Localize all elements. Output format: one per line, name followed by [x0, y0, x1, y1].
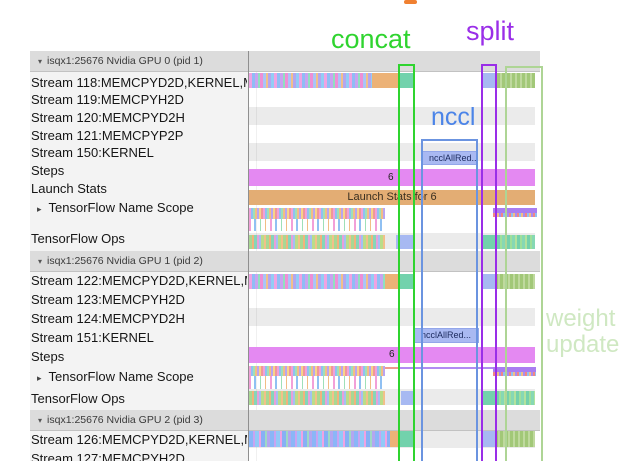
row-stripe-stream-124 — [249, 308, 535, 326]
event-bar-blue[interactable] — [481, 73, 497, 88]
row-label-tf-ops: TensorFlow Ops — [31, 391, 125, 406]
split-annotation-label: split — [466, 16, 515, 46]
event-bar-salmonline[interactable] — [385, 367, 398, 369]
row-label-stream-127: Stream 127:MEMCPYH2D — [31, 451, 185, 461]
event-bar-teal[interactable] — [398, 73, 415, 88]
row-label-stream-120: Stream 120:MEMCPYD2H — [31, 110, 185, 125]
event-bar-ticks[interactable] — [493, 213, 537, 217]
collapse-triangle-icon[interactable]: ▾ — [38, 56, 43, 66]
event-bar-ops[interactable] — [249, 235, 385, 249]
row-label-stream-124: Stream 124:MEMCPYD2H — [31, 311, 185, 326]
nccl-annotation-rect — [421, 139, 478, 461]
expand-arrow-icon[interactable]: ▸ — [37, 204, 42, 214]
event-bar-legs[interactable] — [249, 376, 385, 389]
steps-count-label: 6 — [389, 349, 395, 360]
row-label-tf-ops: TensorFlow Ops — [31, 231, 125, 246]
collapse-triangle-icon[interactable]: ▾ — [38, 256, 43, 266]
event-bar-magenta[interactable] — [249, 347, 535, 363]
weight-update-annotation-label: weight update — [546, 306, 619, 358]
event-bar-multi[interactable] — [249, 73, 372, 88]
row-label-tf-name-scope[interactable]: ▸TensorFlow Name Scope — [37, 369, 194, 384]
event-bar-violet[interactable] — [493, 367, 536, 372]
gpu-section-header[interactable]: ▾ isqx1:25676 Nvidia GPU 2 (pid 3) — [30, 410, 540, 431]
event-bar-multi2[interactable] — [249, 431, 390, 447]
event-bar-legs[interactable] — [249, 219, 385, 231]
event-bar-blue[interactable] — [483, 274, 495, 289]
event-bar-ops[interactable] — [249, 391, 385, 405]
gpu-section-header[interactable]: ▾ isqx1:25676 Nvidia GPU 0 (pid 1) — [30, 51, 540, 72]
event-bar-blue[interactable] — [396, 235, 413, 249]
weight-update-line2: update — [546, 331, 620, 358]
event-bar-orange[interactable] — [385, 274, 399, 289]
event-bar-violetline[interactable] — [398, 367, 536, 369]
row-label-launch-stats: Launch Stats — [31, 181, 107, 196]
cropped-orange-label-fragment — [404, 0, 417, 4]
row-label-stream-123: Stream 123:MEMCPYH2D — [31, 292, 185, 307]
row-label-stream-119: Stream 119:MEMCPYH2D — [31, 92, 184, 107]
weight-update-annotation-rect — [505, 66, 543, 461]
concat-annotation-rect — [398, 64, 415, 461]
row-label-stream-121: Stream 121:MEMCPYP2P — [31, 128, 184, 143]
row-label-steps: Steps — [31, 163, 65, 178]
row-label-stream-126: Stream 126:MEMCPYD2D,KERNEL,MEM — [31, 432, 247, 447]
event-bar-blue[interactable] — [401, 391, 413, 405]
event-bar-teal[interactable] — [481, 391, 496, 405]
gpu-section-header[interactable]: ▾ isqx1:25676 Nvidia GPU 1 (pid 2) — [30, 251, 540, 272]
weight-update-line1: weight — [546, 305, 616, 332]
nccl-annotation-label: nccl — [431, 103, 476, 131]
event-bar-launch[interactable] — [249, 190, 535, 205]
row-label-steps: Steps — [31, 349, 65, 364]
row-label-stream-150: Stream 150:KERNEL — [31, 145, 154, 160]
event-bar-ticks[interactable] — [493, 372, 536, 376]
event-bar-teal[interactable] — [481, 235, 497, 249]
collapse-triangle-icon[interactable]: ▾ — [38, 415, 43, 425]
event-bar-orange[interactable] — [372, 73, 398, 88]
event-bar-teal[interactable] — [399, 274, 415, 289]
event-bar-orange[interactable] — [390, 431, 400, 447]
row-label-stream-151: Stream 151:KERNEL — [31, 330, 154, 345]
concat-annotation-label: concat — [331, 24, 411, 54]
gpu-section-header-label: isqx1:25676 Nvidia GPU 1 (pid 2) — [47, 255, 203, 267]
row-label-stream-118: Stream 118:MEMCPYD2D,KERNEL,MEM — [31, 75, 247, 90]
row-label-stream-122: Stream 122:MEMCPYD2D,KERNEL,MEM — [31, 273, 247, 288]
event-bar-multi[interactable] — [249, 274, 385, 289]
event-bar-magenta[interactable] — [249, 169, 535, 186]
gpu-section-header-label: isqx1:25676 Nvidia GPU 0 (pid 1) — [47, 55, 203, 67]
row-label-tf-name-scope[interactable]: ▸TensorFlow Name Scope — [37, 200, 194, 215]
panel-divider[interactable] — [248, 51, 249, 461]
split-annotation-rect — [481, 64, 497, 461]
expand-arrow-icon[interactable]: ▸ — [37, 373, 42, 383]
event-bar-comb[interactable] — [249, 366, 385, 376]
event-bar-violet[interactable] — [493, 208, 537, 213]
steps-count-label: 6 — [388, 172, 394, 183]
gpu-section-header-label: isqx1:25676 Nvidia GPU 2 (pid 3) — [47, 414, 203, 426]
event-bar-teal[interactable] — [400, 431, 415, 447]
row-stripe-stream-120 — [249, 107, 535, 125]
event-bar-blue[interactable] — [483, 431, 495, 447]
event-bar-comb[interactable] — [249, 208, 385, 219]
